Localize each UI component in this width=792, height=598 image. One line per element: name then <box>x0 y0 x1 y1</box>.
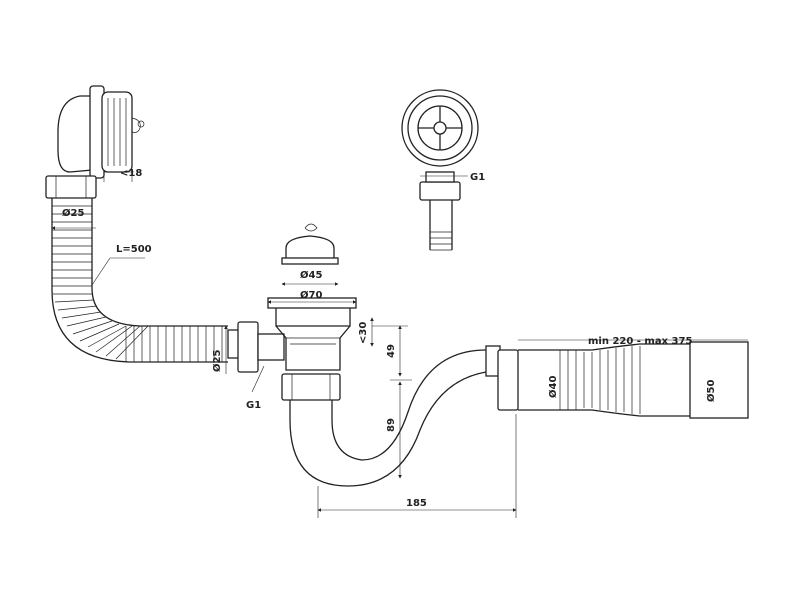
label-length-500: L=500 <box>116 244 152 255</box>
waste-top-view <box>401 89 479 251</box>
label-d50: Ø50 <box>705 380 717 402</box>
overflow-unit <box>57 85 145 182</box>
overflow-nut <box>45 175 97 199</box>
outlet-coupling <box>485 345 519 411</box>
label-d45: Ø45 <box>300 269 322 281</box>
label-d25-side: Ø25 <box>211 350 223 372</box>
label-d40: Ø40 <box>547 376 559 398</box>
trap-pipe <box>289 349 487 487</box>
label-g1-left: G1 <box>246 400 261 411</box>
dimensions <box>51 175 748 518</box>
plug <box>281 223 339 265</box>
outlet-hose <box>518 341 749 419</box>
label-h89: 89 <box>386 418 397 432</box>
label-d25-top: Ø25 <box>62 207 84 219</box>
label-hose-range: min 220 - max 375 <box>588 336 692 347</box>
label-lt30: <30 <box>358 322 369 344</box>
label-lt18: <18 <box>120 168 142 179</box>
side-connector <box>227 321 285 373</box>
label-d70: Ø70 <box>300 289 322 301</box>
label-w185: 185 <box>406 498 427 509</box>
label-h49: 49 <box>386 344 397 358</box>
label-g1-top: G1 <box>470 172 485 183</box>
overflow-hose <box>51 198 228 363</box>
